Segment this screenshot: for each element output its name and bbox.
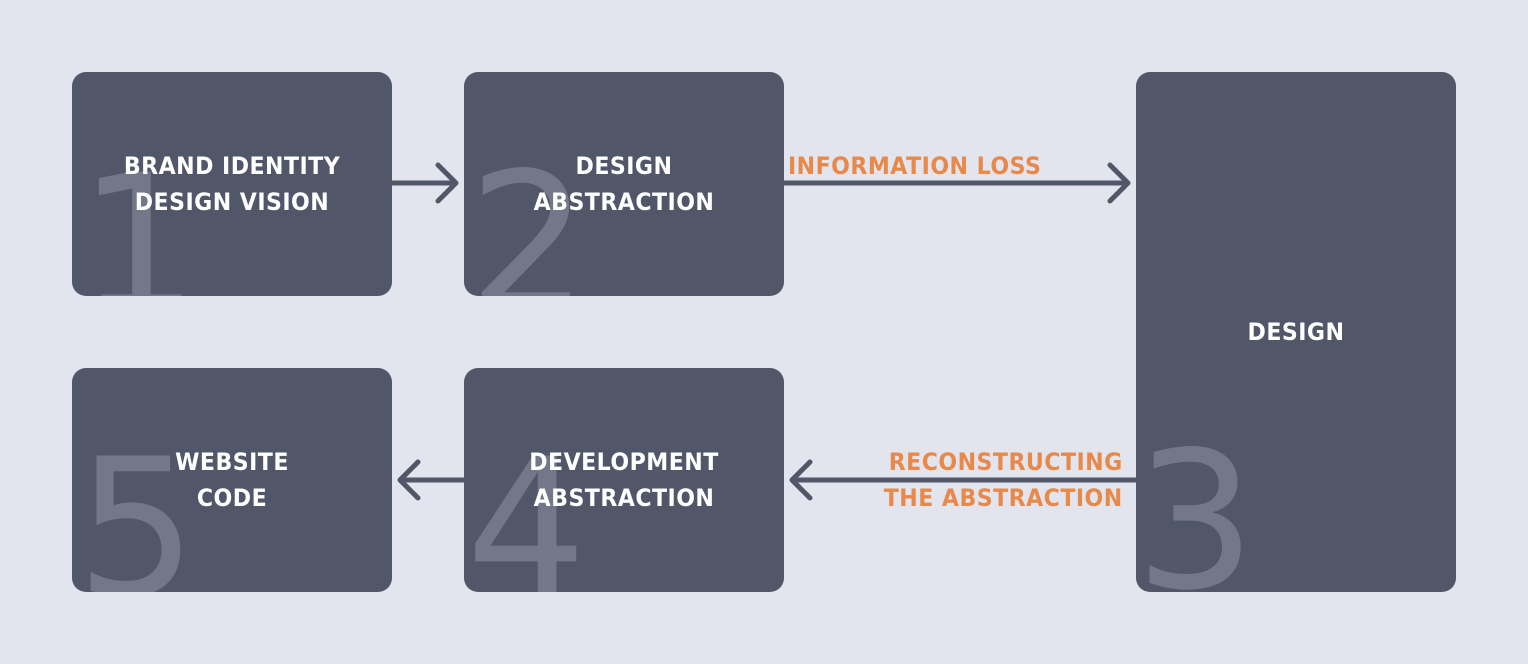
step-4-box: 4 DEVELOPMENT ABSTRACTION — [464, 368, 784, 592]
reconstructing-line-2: THE ABSTRACTION — [884, 484, 1123, 512]
information-loss-line-1: INFORMATION LOSS — [788, 152, 1042, 180]
reconstructing-line-1: RECONSTRUCTING — [889, 448, 1123, 476]
step-1-box: 1 BRAND IDENTITY DESIGN VISION — [72, 72, 392, 296]
arrow-3-to-4-icon — [789, 459, 1139, 501]
step-5-label: WEBSITE CODE — [85, 444, 379, 516]
step-1-label-line-2: DESIGN VISION — [134, 188, 330, 216]
step-5-label-line-1: WEBSITE — [175, 448, 289, 476]
step-2-label: DESIGN ABSTRACTION — [477, 148, 771, 220]
step-2-box: 2 DESIGN ABSTRACTION — [464, 72, 784, 296]
step-1-label-line-1: BRAND IDENTITY — [123, 152, 341, 180]
reconstructing-annotation: RECONSTRUCTING THE ABSTRACTION — [884, 444, 1123, 516]
step-5-number: 5 — [76, 418, 197, 593]
step-1-number: 1 — [78, 134, 199, 297]
step-2-label-line-2: ABSTRACTION — [533, 188, 715, 216]
step-3-number: 3 — [1135, 427, 1256, 597]
step-4-label-line-1: DEVELOPMENT — [529, 448, 719, 476]
arrow-2-to-3-icon — [781, 162, 1131, 204]
step-5-box: 5 WEBSITE CODE — [72, 368, 392, 592]
step-3-box: DESIGN — [1136, 72, 1456, 592]
information-loss-annotation: INFORMATION LOSS — [788, 148, 1041, 184]
step-2-label-line-1: DESIGN — [575, 152, 673, 180]
step-3-label: DESIGN — [1149, 314, 1443, 350]
step-4-label-line-2: ABSTRACTION — [533, 484, 715, 512]
step-4-number: 4 — [466, 418, 587, 593]
step-5-label-line-2: CODE — [196, 484, 268, 512]
step-4-label: DEVELOPMENT ABSTRACTION — [477, 444, 771, 516]
arrow-1-to-2-icon — [389, 162, 459, 204]
step-2-number: 2 — [468, 132, 589, 297]
step-3-label-line-1: DESIGN — [1247, 318, 1345, 346]
step-1-label: BRAND IDENTITY DESIGN VISION — [85, 148, 379, 220]
arrow-4-to-5-icon — [397, 459, 467, 501]
